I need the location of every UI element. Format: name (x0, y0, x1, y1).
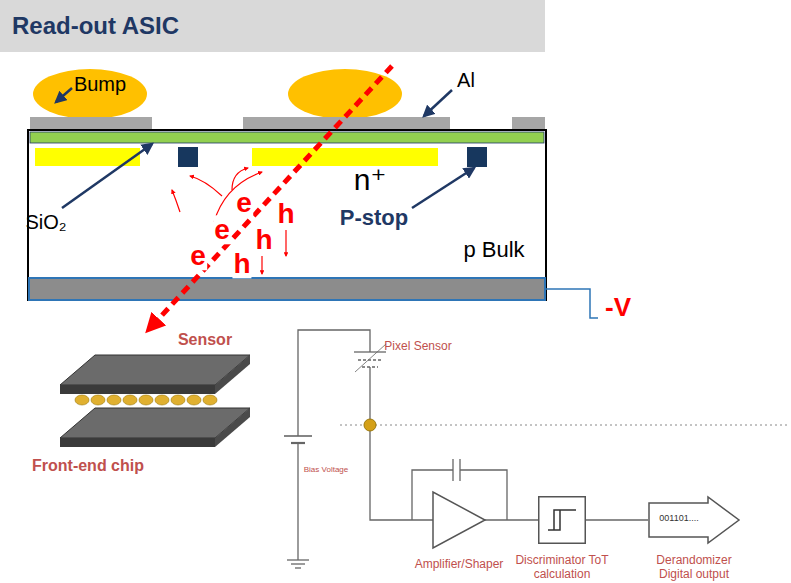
charge-label: e (235, 188, 253, 217)
backplane (29, 278, 545, 300)
part-label: Bump (74, 74, 126, 95)
bump (187, 395, 201, 405)
part-label: SiO₂ (25, 212, 66, 233)
sensor-body (28, 130, 546, 300)
component-label: Bias Voltage (304, 466, 348, 474)
leader-line (56, 88, 72, 102)
block-label: Discriminator ToT calculation (512, 553, 612, 581)
drift-arrow (190, 176, 222, 196)
drift-arrow (261, 256, 262, 274)
drift-arrow (172, 190, 180, 212)
part-label: Sensor (178, 332, 232, 349)
bump (33, 69, 147, 119)
p-stop (178, 147, 198, 167)
bias-wire (546, 289, 598, 318)
voltage-label: -V (605, 294, 631, 321)
schematic-wires (284, 330, 507, 568)
signal-wire (586, 519, 648, 520)
charge-label: h (232, 249, 251, 278)
part-label: Al (457, 70, 475, 91)
block-label: Derandomizer Digital output (644, 553, 744, 581)
component-label: Pixel Sensor (384, 340, 451, 353)
signal-wire (485, 519, 538, 520)
title-band: Read-out ASIC (0, 0, 545, 52)
charge-label: e (189, 241, 207, 270)
digital-code: 001101.... (651, 513, 707, 523)
bump (91, 395, 105, 405)
bump-contact (364, 419, 376, 431)
amplifier-symbol: Amplifier/Shaper (433, 492, 485, 548)
al-pad (30, 117, 152, 130)
leader-line (424, 90, 452, 116)
p-stop (467, 147, 487, 167)
part-label: Front-end chip (32, 458, 144, 475)
bump (107, 395, 121, 405)
part-label: n⁺ (354, 164, 387, 196)
bump (139, 395, 153, 405)
drift-arrow (232, 168, 248, 190)
amplifier-symbol-outline (433, 492, 485, 548)
al-pad (243, 117, 450, 130)
bump (75, 395, 89, 405)
output-arrow: 001101....Derandomizer Digital output (648, 496, 740, 544)
leader-line (412, 168, 474, 208)
n-implant (252, 148, 438, 166)
charge-label: h (276, 199, 295, 228)
bump (203, 395, 217, 405)
bump (123, 395, 137, 405)
part-label: P-stop (340, 206, 408, 229)
bump (171, 395, 185, 405)
oxide-layer (30, 132, 544, 143)
bump (155, 395, 169, 405)
sensor-slab (215, 355, 250, 394)
particle-track (152, 66, 392, 326)
sensor-slab (60, 385, 215, 394)
leader-line (62, 144, 152, 208)
discriminator-box-outline (538, 496, 586, 544)
al-pad (512, 117, 545, 130)
charge-label: h (254, 225, 273, 254)
block-label: Amplifier/Shaper (415, 557, 504, 571)
bump-row (75, 395, 217, 405)
chip-boundary (340, 425, 789, 426)
part-label: p Bulk (463, 238, 524, 261)
chip-slab (60, 438, 215, 447)
discriminator-box: Discriminator ToT calculation (538, 496, 586, 544)
chip-slab (215, 408, 250, 447)
drift-arrow (285, 230, 286, 256)
charge-label: e (213, 215, 231, 244)
title-text: Read-out ASIC (0, 0, 545, 40)
bump (288, 69, 402, 119)
